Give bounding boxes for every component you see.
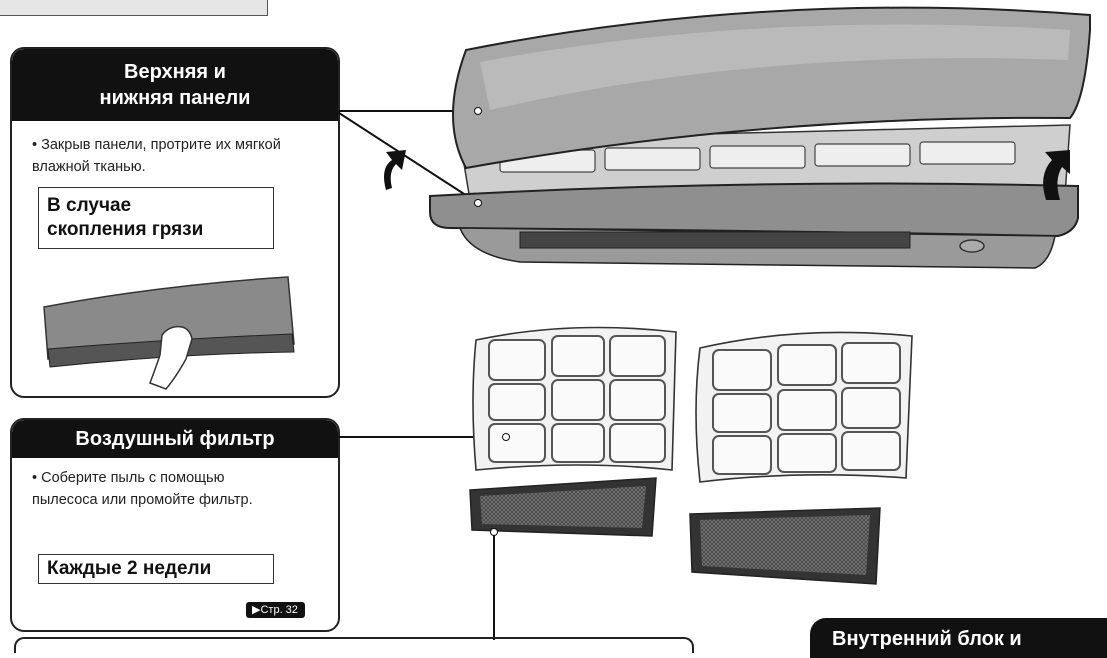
deodorizing-filter-right: [690, 508, 880, 584]
air-filter-right: [696, 332, 912, 482]
bottom-card-border: [14, 637, 694, 653]
deodorizing-filter-left: [470, 478, 656, 536]
leader-dot-upper-panel: [475, 108, 482, 115]
leader-dot-filter: [503, 434, 510, 441]
air-filter-left: [473, 328, 676, 471]
leader-dot-lower-panel: [475, 200, 482, 207]
indoor-unit-card-title: Внутренний блок и: [810, 618, 1107, 658]
leader-dot-deodorizing: [491, 529, 498, 536]
arrow-up-left-icon: [384, 150, 406, 190]
